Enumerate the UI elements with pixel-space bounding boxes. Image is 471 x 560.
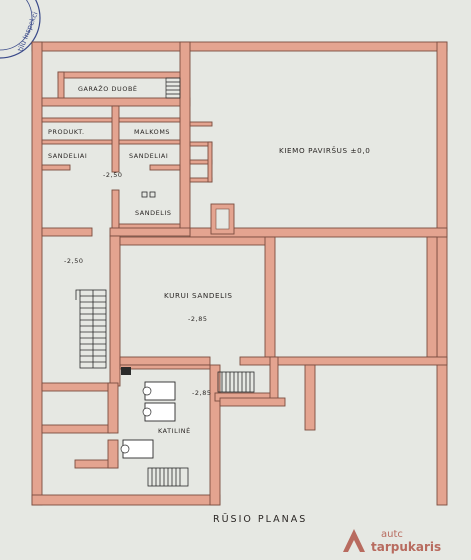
- storage-divider-left: [41, 139, 113, 145]
- label-katiline: KATILINĖ: [158, 426, 191, 435]
- lower-left-wall-3: [107, 382, 119, 434]
- stair-hall-right-wall: [109, 235, 121, 387]
- storage-bottom-right: [149, 164, 181, 171]
- label-kiemo-pavirsius: KIEMO PAVIRŠUS ±0,0: [279, 146, 370, 155]
- lower-left-wall-1: [41, 382, 111, 392]
- lower-left-wall-5: [107, 439, 119, 469]
- main-staircase: [75, 289, 107, 369]
- mid-wall-a: [119, 356, 211, 366]
- corridor-wall-right: [109, 227, 191, 237]
- sandelis-left-wall: [111, 189, 120, 231]
- boiler-stair: [217, 371, 255, 393]
- label-malkoms: MALKOMS: [134, 128, 170, 136]
- kurui-right-wall: [264, 236, 276, 358]
- label-garage-pit: GARAŽO DUOBĖ: [78, 84, 138, 93]
- label-kurui-sandelis: KURUI SANDELIS: [164, 291, 233, 300]
- label-level-left-stair: -2,50: [64, 257, 84, 265]
- label-level-center: -2,50: [103, 171, 123, 179]
- boilers: [120, 381, 176, 459]
- mid-wall-b: [239, 356, 448, 366]
- niche-wall-5: [207, 141, 213, 183]
- cleanout-1: [141, 191, 148, 198]
- boiler-right-wall: [209, 364, 221, 506]
- garage-pit-stair: [165, 77, 181, 99]
- niche-wall-1: [189, 121, 213, 127]
- label-level-kurui: -2,85: [188, 315, 208, 323]
- logo-line2: tarpukaris: [371, 540, 441, 554]
- storage-bottom-left: [41, 164, 71, 171]
- garage-pit-bottom-wall: [41, 97, 191, 107]
- logo-line1: autc: [381, 529, 403, 540]
- lower-right-wall-1: [304, 364, 316, 431]
- garage-pit-top-wall: [57, 71, 189, 79]
- label-sandeliai-left: SANDELIAI: [48, 152, 87, 160]
- boiler-top-wall: [119, 364, 211, 370]
- corridor-wall-left: [41, 227, 93, 237]
- courtyard-left-wall: [179, 41, 191, 235]
- outer-wall-bottom: [31, 494, 221, 506]
- plan-title: RŪSIO PLANAS: [213, 514, 307, 525]
- outer-wall-left: [31, 41, 43, 506]
- tarpukaris-logo: autc tarpukaris: [343, 529, 441, 554]
- outer-wall-right: [436, 41, 448, 506]
- lower-right-wall-2: [219, 397, 286, 407]
- floor-drain: [121, 367, 131, 375]
- storage-divider-right: [118, 139, 181, 145]
- storage-mid-wall: [111, 105, 120, 173]
- right-room-divider: [426, 236, 438, 358]
- label-sandeliai-right: SANDELIAI: [129, 152, 168, 160]
- lower-stair: [147, 467, 189, 487]
- lower-left-wall-2: [41, 424, 111, 434]
- label-level-boiler: -2,85: [192, 389, 212, 397]
- walls: [31, 41, 448, 506]
- outer-wall-top: [31, 41, 448, 52]
- stair-landing-right: [269, 356, 279, 402]
- storage-top-wall: [41, 117, 181, 123]
- cleanout-2: [149, 191, 156, 198]
- label-sandelis: SANDELIS: [135, 209, 172, 217]
- kurui-top-wall: [119, 236, 271, 246]
- label-produkt: PRODUKT.: [48, 128, 85, 136]
